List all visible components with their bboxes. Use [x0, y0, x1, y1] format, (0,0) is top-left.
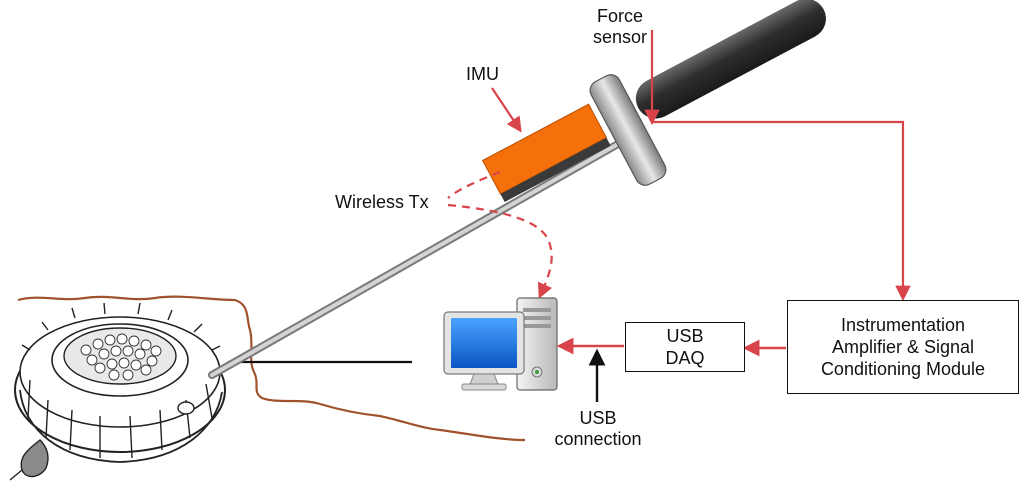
wireless-link-computer: [447, 203, 553, 299]
usb-daq-box: USB DAQ: [625, 322, 745, 372]
label-force-sensor-line-2: sensor: [592, 27, 648, 47]
probe-handle: [635, 0, 826, 119]
soil-surface-line: [17, 295, 526, 442]
computer-icon: [443, 297, 558, 391]
label-usb-connection: USB connection: [548, 408, 648, 450]
label-imu: IMU: [466, 64, 499, 84]
amplifier-line-2: Amplifier & Signal: [831, 337, 975, 357]
force-sensor-ring: [589, 74, 667, 186]
amplifier-line-3: Conditioning Module: [820, 359, 986, 379]
label-usb-connection-line-2: connection: [554, 429, 642, 449]
wireless-link-imu: [447, 170, 501, 199]
label-force-sensor-line-1: Force: [596, 6, 643, 26]
amplifier-module-box: Instrumentation Amplifier & Signal Condi…: [787, 300, 1019, 394]
probe-rod: [208, 136, 629, 379]
imu-block: [481, 103, 611, 203]
label-usb-connection-line-1: USB: [579, 408, 617, 428]
label-force-sensor: Force sensor: [584, 6, 656, 48]
landmine-illustration: [9, 302, 226, 481]
sensor-to-amplifier-wire: [652, 120, 911, 302]
imu-pointer-arrow: [491, 87, 522, 133]
usb-daq-line-2: DAQ: [665, 348, 705, 368]
label-wireless-tx: Wireless Tx: [335, 192, 429, 212]
usb-daq-line-1: USB: [666, 326, 704, 346]
amplifier-line-1: Instrumentation: [840, 315, 966, 335]
